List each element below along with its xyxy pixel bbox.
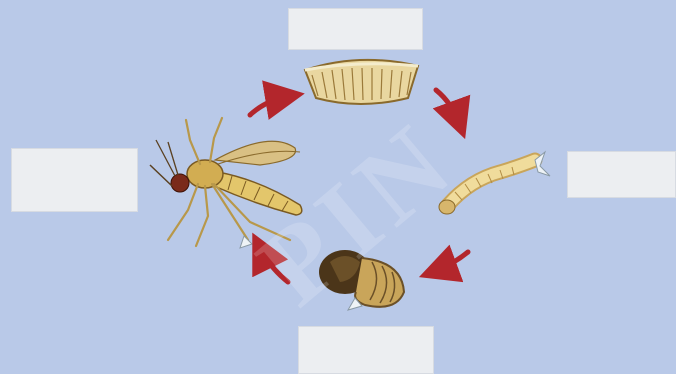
- mosquito-adult-icon: [150, 118, 302, 248]
- label-box-top[interactable]: [288, 8, 423, 50]
- arrow-egg-to-larva: [436, 90, 460, 125]
- arrow-adult-to-egg: [250, 96, 290, 115]
- pupa-icon: [319, 250, 404, 310]
- arrow-larva-to-pupa: [433, 252, 468, 272]
- larva-icon: [439, 152, 550, 214]
- label-box-right[interactable]: [567, 151, 676, 198]
- label-box-left[interactable]: [11, 148, 138, 212]
- arrow-pupa-to-adult: [259, 246, 288, 282]
- egg-raft-icon: [305, 60, 418, 104]
- cycle-arrows: [250, 90, 468, 282]
- label-box-bottom[interactable]: [298, 326, 434, 374]
